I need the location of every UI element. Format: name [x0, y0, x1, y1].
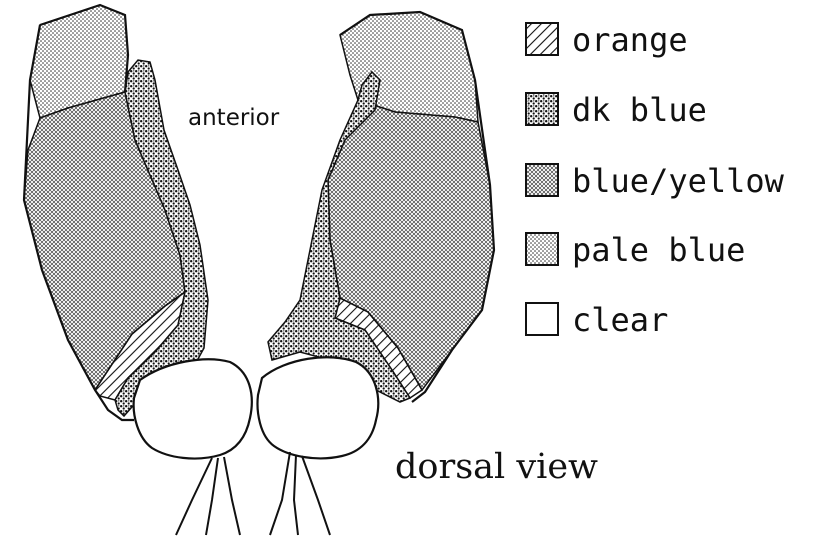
legend-label-blue-yellow: blue/yellow: [572, 162, 785, 200]
legend-item-clear: clear: [526, 301, 668, 339]
legend-item-blue-yellow: blue/yellow: [526, 162, 785, 200]
legend-swatch-dk-blue: [526, 93, 558, 125]
anterior-label: anterior: [188, 105, 280, 131]
legend-swatch-orange: [526, 23, 558, 55]
left-lobe: [24, 5, 252, 459]
legend-label-dk-blue: dk blue: [572, 91, 707, 129]
legend-swatch-blue-yellow: [526, 164, 558, 196]
legend-item-orange: orange: [526, 21, 688, 59]
nerve-strands: [176, 452, 330, 535]
legend-label-pale-blue: pale blue: [572, 231, 745, 269]
right-lobe: [258, 12, 494, 458]
legend-swatch-pale-blue: [526, 233, 558, 265]
legend: orange dk blue blue/yellow pale blue cle…: [526, 21, 785, 339]
legend-label-clear: clear: [572, 301, 668, 339]
dorsal-view-caption: dorsal view: [395, 447, 598, 487]
right-clear-eye: [258, 357, 379, 458]
left-clear-eye: [134, 359, 252, 458]
legend-swatch-clear: [526, 303, 558, 335]
legend-item-dk-blue: dk blue: [526, 91, 707, 129]
legend-label-orange: orange: [572, 21, 688, 59]
legend-item-pale-blue: pale blue: [526, 231, 745, 269]
